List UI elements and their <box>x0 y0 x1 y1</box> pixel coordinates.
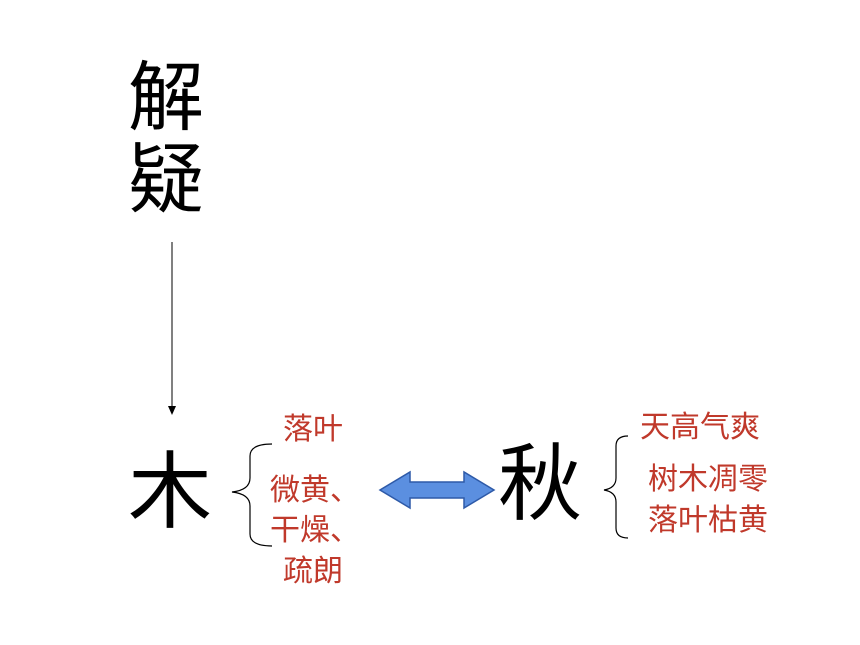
right-main-char: 秋 <box>498 435 583 533</box>
right-item: 树木凋零 <box>648 462 768 497</box>
left-main-char: 木 <box>128 443 213 541</box>
title-char-2: 疑 <box>128 135 204 224</box>
title-char-1: 解 <box>128 53 204 142</box>
left-item: 疏朗 <box>283 554 343 589</box>
right-brace <box>603 435 629 539</box>
left-item: 干燥、 <box>270 513 360 548</box>
down-arrow-head <box>168 406 176 415</box>
left-brace <box>231 443 273 547</box>
left-item: 微黄、 <box>270 473 360 508</box>
double-arrow-icon <box>378 470 496 510</box>
right-item: 天高气爽 <box>640 410 760 445</box>
left-item: 落叶 <box>283 412 343 447</box>
right-item: 落叶枯黄 <box>648 503 768 538</box>
